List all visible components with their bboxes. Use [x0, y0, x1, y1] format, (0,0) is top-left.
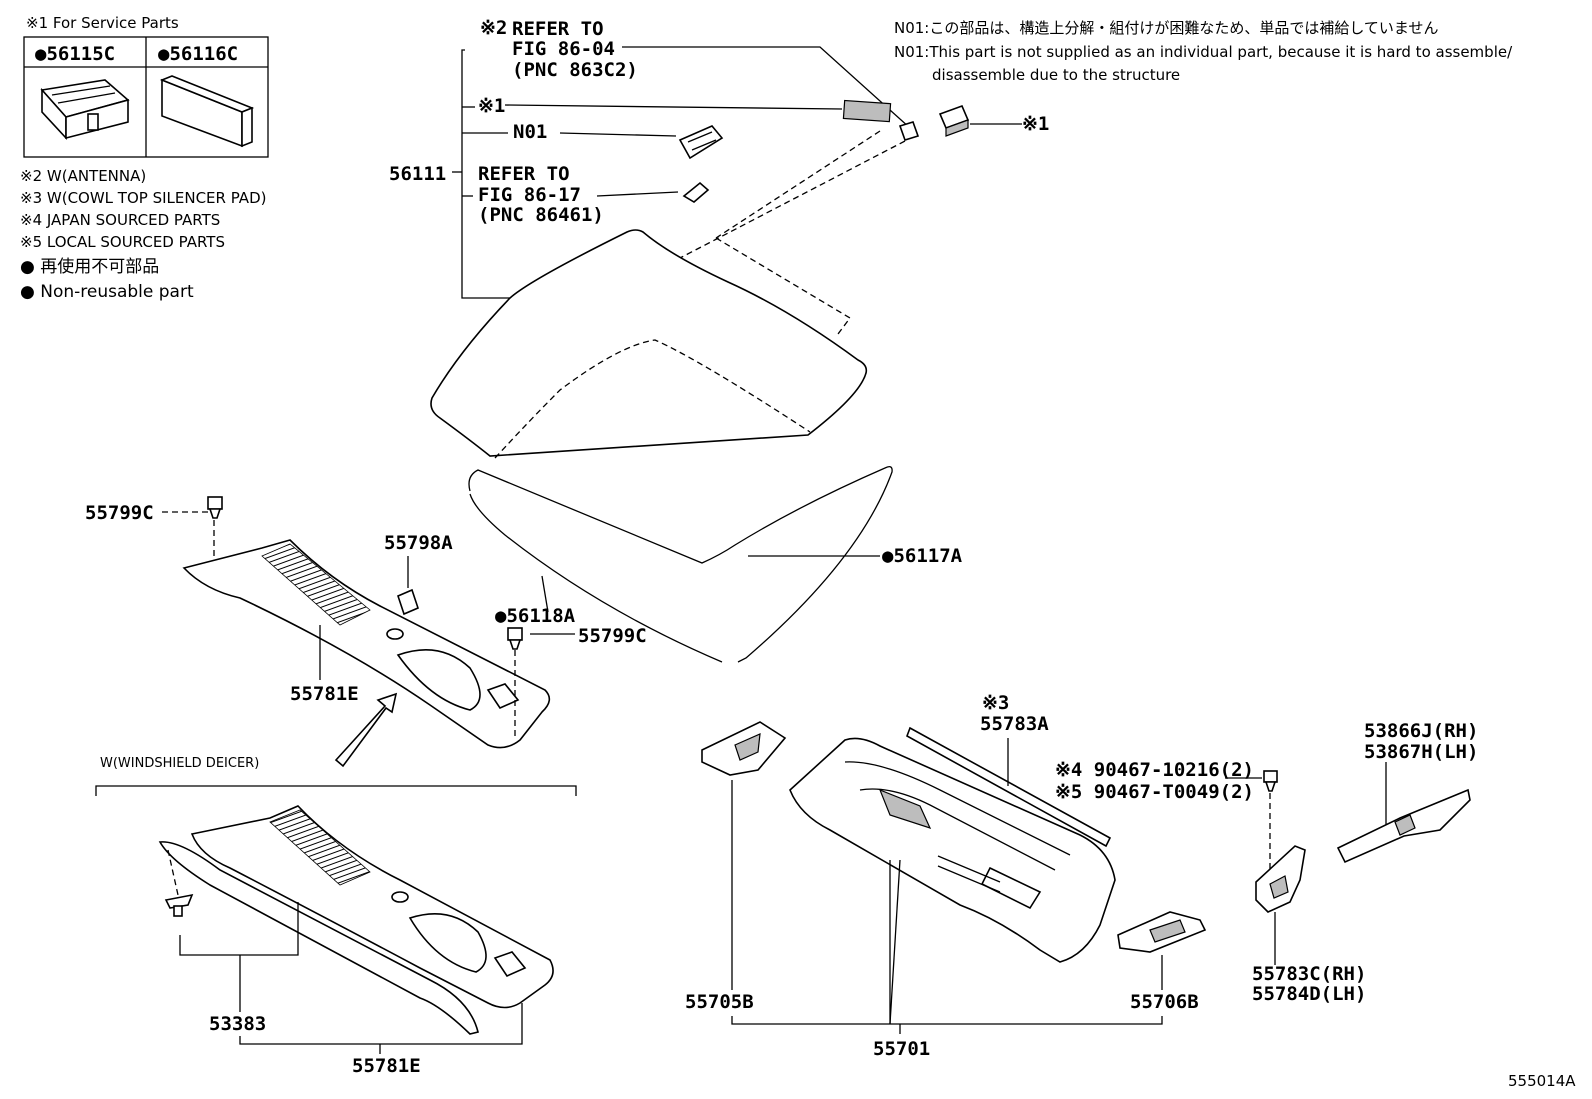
- figure-id: 555014A: [1508, 1072, 1576, 1090]
- clip-55799C-b: [507, 627, 523, 650]
- part-56111: 56111: [389, 163, 446, 185]
- part-55706B: 55706B: [1130, 991, 1199, 1013]
- part-55701: 55701: [873, 1038, 930, 1060]
- hinge-cover-53866J: [1336, 788, 1471, 864]
- part-90467-T0049: ※5 90467-T0049(2): [1055, 781, 1254, 803]
- part-56118A: ●56118A: [495, 605, 576, 627]
- part-90467-10216: ※4 90467-10216(2): [1055, 759, 1254, 781]
- cowl-panel-group: 55705B ※3 55783A ※4 90467-10216(2) ※5 90…: [685, 692, 1478, 1060]
- part-53867H: 53867H(LH): [1364, 741, 1478, 763]
- refer-86-04-line-1: REFER TO: [512, 18, 604, 40]
- refer-86-17-line-1: REFER TO: [478, 163, 570, 185]
- molding-56117A: [468, 466, 893, 663]
- clip-90467: [1263, 770, 1278, 792]
- deicer-label: W(WINDSHIELD DEICER): [100, 756, 259, 771]
- n01-part-drawing: [678, 125, 724, 160]
- part-55798A: 55798A: [384, 532, 453, 554]
- view-arrow: [334, 692, 398, 768]
- part-56116C: ●56116C: [158, 43, 238, 65]
- legend-local-sourced: ※5 LOCAL SOURCED PARTS: [20, 233, 225, 251]
- windshield-glass: [430, 229, 868, 457]
- clip-1-drawing: [938, 104, 970, 137]
- legend-antenna: ※2 W(ANTENNA): [20, 167, 146, 185]
- windshield-group: ※2 REFER TO FIG 86-04 (PNC 863C2) ※1 N01…: [389, 17, 1049, 663]
- service-parts-box: ※1 For Service Parts ●56115C ●56116C: [23, 14, 269, 158]
- silencer-pad-55783A: [906, 726, 1112, 848]
- refer-86-04-line-2: FIG 86-04: [512, 38, 615, 60]
- part-53866J: 53866J(RH): [1364, 720, 1478, 742]
- part-55781E-b: 55781E: [352, 1055, 421, 1077]
- n01-note-jp: N01:この部品は、構造上分解・組付けが困難なため、単品では補給していません: [894, 19, 1438, 37]
- bracket-55706B: [1117, 911, 1207, 953]
- part-55784D: 55784D(LH): [1252, 983, 1366, 1005]
- mark-2: ※2: [480, 17, 507, 39]
- lower-cowl-group: 53383 55781E: [158, 805, 554, 1077]
- legend-silencer-pad: ※3 W(COWL TOP SILENCER PAD): [20, 189, 266, 207]
- fig-86-17-part: [682, 181, 710, 203]
- clip-55799C-a: [207, 496, 223, 519]
- part-53383: 53383: [209, 1013, 266, 1035]
- mark-3: ※3: [982, 692, 1009, 714]
- part-55783A: 55783A: [980, 713, 1049, 735]
- part-55781E-a: 55781E: [290, 683, 359, 705]
- refer-86-17-line-2: FIG 86-17: [478, 184, 581, 206]
- bracket-55783C: [1255, 845, 1306, 913]
- part-55783C: 55783C(RH): [1252, 963, 1366, 985]
- legend: ※2 W(ANTENNA) ※3 W(COWL TOP SILENCER PAD…: [20, 167, 266, 302]
- legend-non-reusable-en: ● Non-reusable part: [20, 282, 194, 302]
- cowl-panel-55701: [789, 737, 1116, 963]
- part-56115C: ●56115C: [35, 43, 115, 65]
- cowl-top-55781E-a: [182, 539, 551, 749]
- bracket-55705B: [701, 721, 787, 776]
- deicer-strip-53383: [158, 841, 479, 1035]
- mark-1-b: ※1: [1022, 113, 1049, 135]
- refer-86-17-line-3: (PNC 86461): [478, 204, 604, 226]
- part-55799C-a: 55799C: [85, 502, 154, 524]
- legend-japan-sourced: ※4 JAPAN SOURCED PARTS: [20, 211, 220, 229]
- service-parts-title: ※1 For Service Parts: [26, 14, 179, 32]
- mark-1-a: ※1: [478, 95, 505, 117]
- part-56117A: ●56117A: [882, 545, 963, 567]
- part-55705B: 55705B: [685, 991, 754, 1013]
- molding-56118A: [469, 493, 723, 663]
- clip-55798A: [397, 588, 419, 616]
- n01-note-en-1: N01:This part is not supplied as an indi…: [894, 43, 1513, 61]
- part-55799C-b: 55799C: [578, 625, 647, 647]
- cowl-top-deicer: [190, 805, 554, 1009]
- label-n01: N01: [513, 121, 547, 143]
- n01-note: N01:この部品は、構造上分解・組付けが困難なため、単品では補給していません N…: [894, 19, 1513, 84]
- pad-56116C-drawing: [159, 75, 255, 148]
- refer-86-04-line-3: (PNC 863C2): [512, 59, 638, 81]
- legend-non-reusable-jp: ● 再使用不可部品: [20, 256, 159, 277]
- upper-cowl-group: 55799C 55798A 55799C 55781E W(WINDSHIELD…: [85, 496, 647, 796]
- n01-note-en-2: disassemble due to the structure: [932, 66, 1180, 84]
- clip-56115C-drawing: [40, 79, 130, 141]
- deicer-clip: [164, 893, 194, 917]
